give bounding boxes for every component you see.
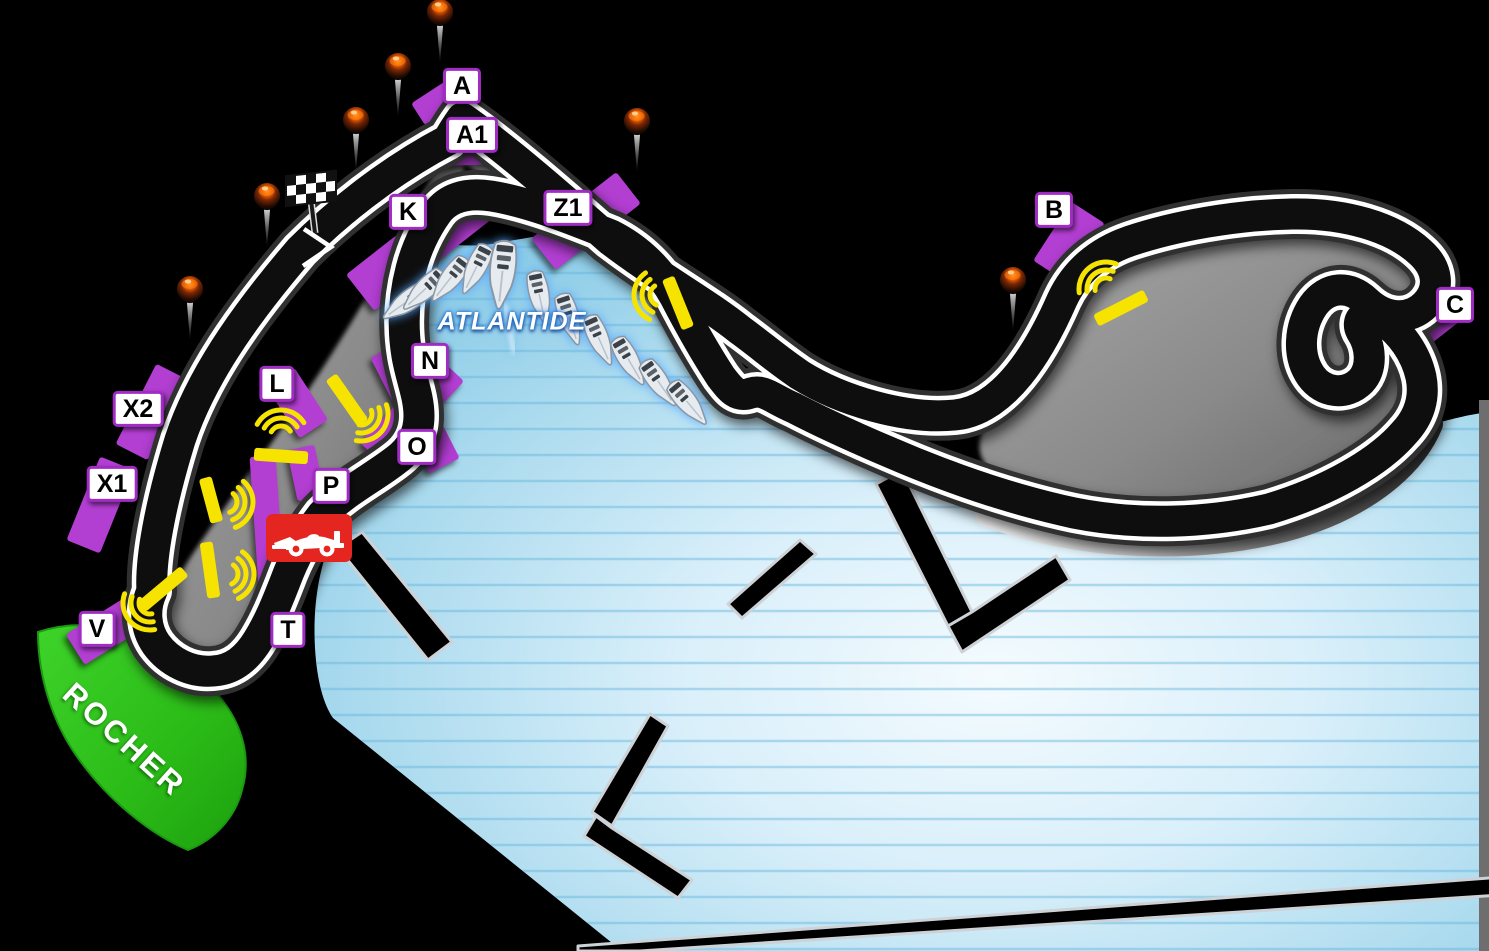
pier <box>726 538 818 620</box>
pier <box>336 530 454 662</box>
atlantide-harbor-label: ATLANTIDE <box>437 307 587 336</box>
grandstand-chip-X1[interactable]: X1 <box>86 465 138 503</box>
grandstand-chip-T[interactable]: T <box>270 611 306 649</box>
grandstand-chip-Z1[interactable]: Z1 <box>543 189 593 227</box>
yacht-icon <box>553 292 581 346</box>
giant-screen-icon <box>1076 259 1148 326</box>
yacht-icon <box>461 243 494 295</box>
yacht-icon <box>581 313 613 366</box>
race-track[interactable] <box>121 93 1461 697</box>
grandstand-chip-L[interactable]: L <box>259 365 295 403</box>
yacht-icon <box>609 335 645 386</box>
camera-pin-icon[interactable] <box>253 182 281 249</box>
grandstand-B-stand[interactable] <box>1033 202 1105 282</box>
yacht-icon <box>488 239 518 311</box>
camera-pin-icon[interactable] <box>426 0 454 64</box>
grandstand-chip-V[interactable]: V <box>78 610 116 648</box>
camera-pin-icon[interactable] <box>384 52 412 119</box>
grandstand-chip-X2[interactable]: X2 <box>112 390 164 428</box>
grandstand-chip-A[interactable]: A <box>442 67 482 105</box>
giant-screen-icon <box>199 476 256 530</box>
grandstand-chip-P[interactable]: P <box>312 467 350 505</box>
camera-pin-icon[interactable] <box>176 275 204 342</box>
grandstand-chip-O[interactable]: O <box>397 428 437 466</box>
giant-screen-icon <box>200 541 257 601</box>
giant-screen-icon <box>253 407 309 465</box>
grandstand-chip-N[interactable]: N <box>410 342 450 380</box>
grandstand-chip-A1[interactable]: A1 <box>446 116 498 154</box>
camera-pin-icon[interactable] <box>999 266 1027 333</box>
finish-flag-icon <box>285 169 337 234</box>
giant-screen-icon <box>631 270 694 330</box>
map-right-edge <box>1479 400 1489 951</box>
pier <box>590 712 670 828</box>
grandstand-chip-B[interactable]: B <box>1034 191 1074 229</box>
harbor-water <box>314 233 1489 951</box>
pier <box>582 814 694 900</box>
pier <box>576 876 1489 951</box>
grandstand-chip-C[interactable]: C <box>1435 286 1475 324</box>
yacht-icon <box>526 270 551 325</box>
pier <box>946 554 1072 654</box>
camera-pin-icon[interactable] <box>623 107 651 174</box>
camera-pin-icon[interactable] <box>342 106 370 173</box>
harbor-piers <box>336 468 1489 951</box>
grandstand-chip-K[interactable]: K <box>388 193 428 231</box>
f1-car-marker-icon[interactable] <box>266 514 352 562</box>
giant-screen-icon <box>326 374 391 444</box>
yacht-icon <box>431 254 472 302</box>
giant-screen-icon <box>120 567 188 633</box>
race-direction-arrow <box>301 227 336 268</box>
yacht-icon <box>665 378 707 425</box>
